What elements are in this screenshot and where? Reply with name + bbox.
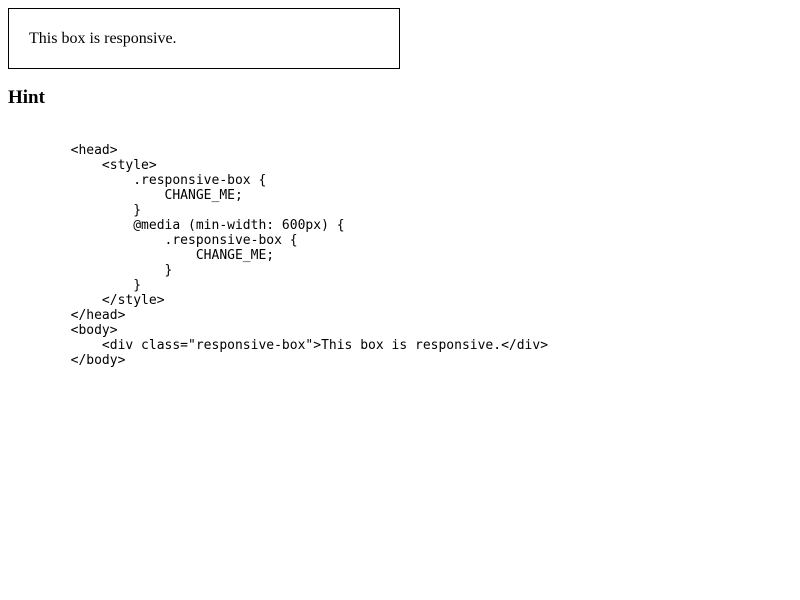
responsive-box-text: This box is responsive. [29, 30, 177, 47]
code-line: </body> [8, 353, 126, 368]
code-line: <body> [8, 323, 118, 338]
code-line: CHANGE_ME; [8, 248, 275, 263]
code-line: @media (min-width: 600px) { [8, 218, 345, 233]
code-line: </head> [8, 308, 126, 323]
hint-heading: Hint [8, 87, 45, 108]
code-line: .responsive-box { [8, 173, 267, 188]
code-line: </style> [8, 293, 165, 308]
code-line: <style> [8, 158, 157, 173]
code-line: } [8, 263, 173, 278]
code-line: <head> [8, 143, 118, 158]
code-line: } [8, 278, 142, 293]
code-line: } [8, 203, 142, 218]
code-line: <div class="responsive-box">This box is … [8, 338, 549, 353]
hint-code-block: <head> <style> .responsive-box { CHANGE_… [8, 143, 548, 368]
code-line: .responsive-box { [8, 233, 298, 248]
code-line: CHANGE_ME; [8, 188, 243, 203]
responsive-box: This box is responsive. [8, 8, 400, 69]
